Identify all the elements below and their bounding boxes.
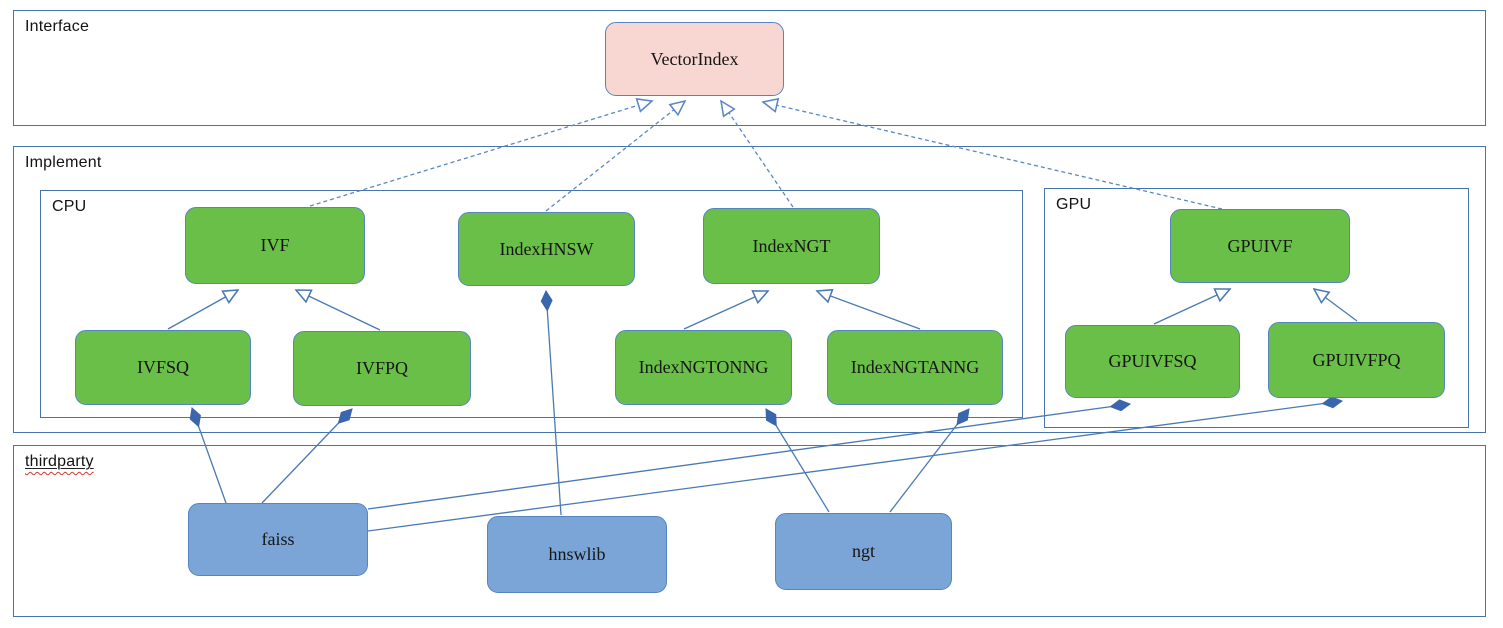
cpu-label: CPU	[52, 198, 87, 215]
thirdparty-label: thirdparty	[25, 453, 94, 470]
node-faiss: faiss	[188, 503, 368, 576]
node-indexngt: IndexNGT	[703, 208, 880, 284]
node-ngt: ngt	[775, 513, 952, 590]
interface-label: Interface	[25, 18, 90, 35]
node-vectorindex: VectorIndex	[605, 22, 784, 96]
node-indexngtanng: IndexNGTANNG	[827, 330, 1003, 405]
implement-label: Implement	[25, 154, 102, 171]
node-gpuivfpq: GPUIVFPQ	[1268, 322, 1445, 398]
node-ivfsq: IVFSQ	[75, 330, 251, 405]
node-gpuivf: GPUIVF	[1170, 209, 1350, 283]
node-indexngtonng: IndexNGTONNG	[615, 330, 792, 405]
gpu-label: GPU	[1056, 196, 1092, 213]
node-gpuivfsq: GPUIVFSQ	[1065, 325, 1240, 398]
node-ivfpq: IVFPQ	[293, 331, 471, 406]
node-ivf: IVF	[185, 207, 365, 284]
node-hnswlib: hnswlib	[487, 516, 667, 593]
node-indexhnsw: IndexHNSW	[458, 212, 635, 286]
